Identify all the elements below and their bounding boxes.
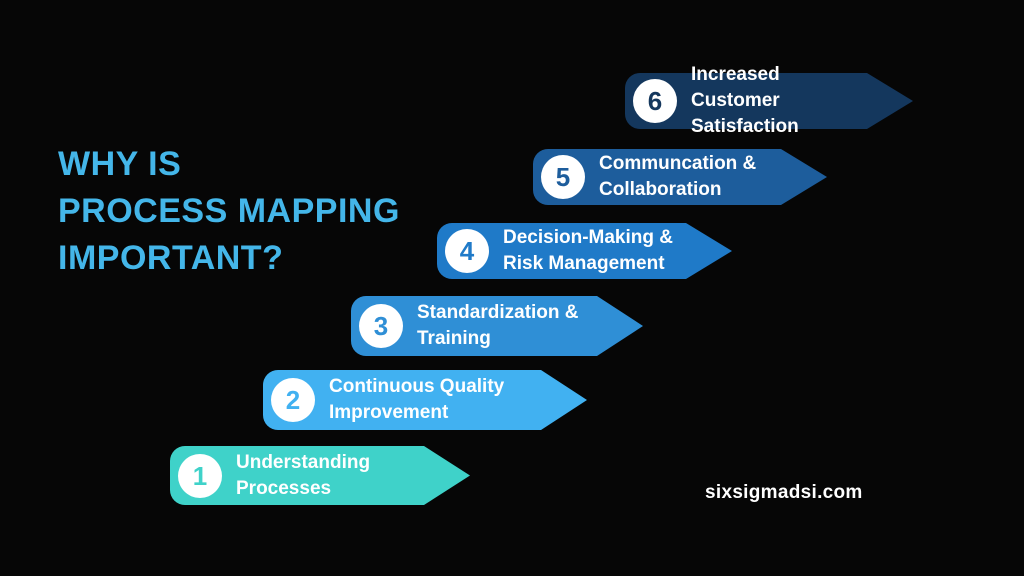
step-number-circle: 1 xyxy=(178,453,222,498)
step-label-line-2: Collaboration xyxy=(599,179,722,200)
step-banner-4: 4 Decision-Making & Risk Management xyxy=(437,223,732,279)
step-label-line-1: Standardization & xyxy=(417,302,579,323)
step-label: Understanding Processes xyxy=(236,450,424,502)
step-number: 4 xyxy=(459,236,475,266)
arrow-tip-icon xyxy=(781,149,827,205)
step-label-line-1: Increased Customer xyxy=(691,64,780,111)
step-number-circle: 2 xyxy=(271,378,315,422)
step-label: Communcation & Collaboration xyxy=(599,151,756,203)
step-number-circle: 5 xyxy=(541,155,585,199)
page-title-line-2: PROCESS MAPPING xyxy=(58,192,400,230)
step-number-circle: 4 xyxy=(445,229,489,273)
step-label-line-2: Improvement xyxy=(329,402,449,423)
step-number-circle: 3 xyxy=(359,304,403,348)
step-banner-3: 3 Standardization & Training xyxy=(351,296,643,356)
step-label-line-2: Risk Management xyxy=(503,253,665,274)
step-label-line-2: Training xyxy=(417,328,491,349)
step-number-circle: 6 xyxy=(633,79,677,123)
arrow-tip-icon xyxy=(686,223,732,279)
step-number: 3 xyxy=(373,311,389,341)
step-label-line-2: Satisfaction xyxy=(691,116,799,137)
arrow-tip-icon xyxy=(597,296,643,356)
step-banner-6: 6 Increased Customer Satisfaction xyxy=(625,64,913,137)
step-banner-2: 2 Continuous Quality Improvement xyxy=(263,370,587,430)
page-title: WHY IS PROCESS MAPPING IMPORTANT? xyxy=(58,141,400,282)
step-label-line-1: Communcation & xyxy=(599,153,757,174)
step-label: Standardization & Training xyxy=(417,300,579,352)
arrow-tip-icon xyxy=(867,73,913,129)
arrow-tip-icon xyxy=(541,370,587,430)
step-number: 2 xyxy=(285,385,301,415)
step-banner-body: 2 Continuous Quality Improvement xyxy=(263,370,541,430)
step-number: 5 xyxy=(555,162,571,192)
step-banner-body: 6 Increased Customer Satisfaction xyxy=(625,64,867,137)
page-title-line-1: WHY IS xyxy=(58,145,182,183)
step-label-line-1: Decision-Making & xyxy=(503,227,673,248)
step-banner-5: 5 Communcation & Collaboration xyxy=(533,149,827,205)
step-banner-body: 1 Understanding Processes xyxy=(170,446,424,505)
step-banner-body: 5 Communcation & Collaboration xyxy=(533,149,781,205)
step-banner-body: 3 Standardization & Training xyxy=(351,296,597,356)
step-number: 1 xyxy=(192,460,208,491)
arrow-tip-icon xyxy=(424,446,470,505)
step-number: 6 xyxy=(647,86,663,116)
step-banner-body: 4 Decision-Making & Risk Management xyxy=(437,223,686,279)
step-label: Decision-Making & Risk Management xyxy=(503,225,673,277)
step-label: Continuous Quality Improvement xyxy=(329,374,504,426)
website-url: sixsigmadsi.com xyxy=(705,482,863,503)
step-label-line-1: Understanding Processes xyxy=(236,451,371,499)
step-label-line-1: Continuous Quality xyxy=(329,376,505,397)
step-label: Increased Customer Satisfaction xyxy=(691,62,867,140)
page-title-line-3: IMPORTANT? xyxy=(58,239,284,277)
step-banner-1: 1 Understanding Processes xyxy=(170,446,470,505)
